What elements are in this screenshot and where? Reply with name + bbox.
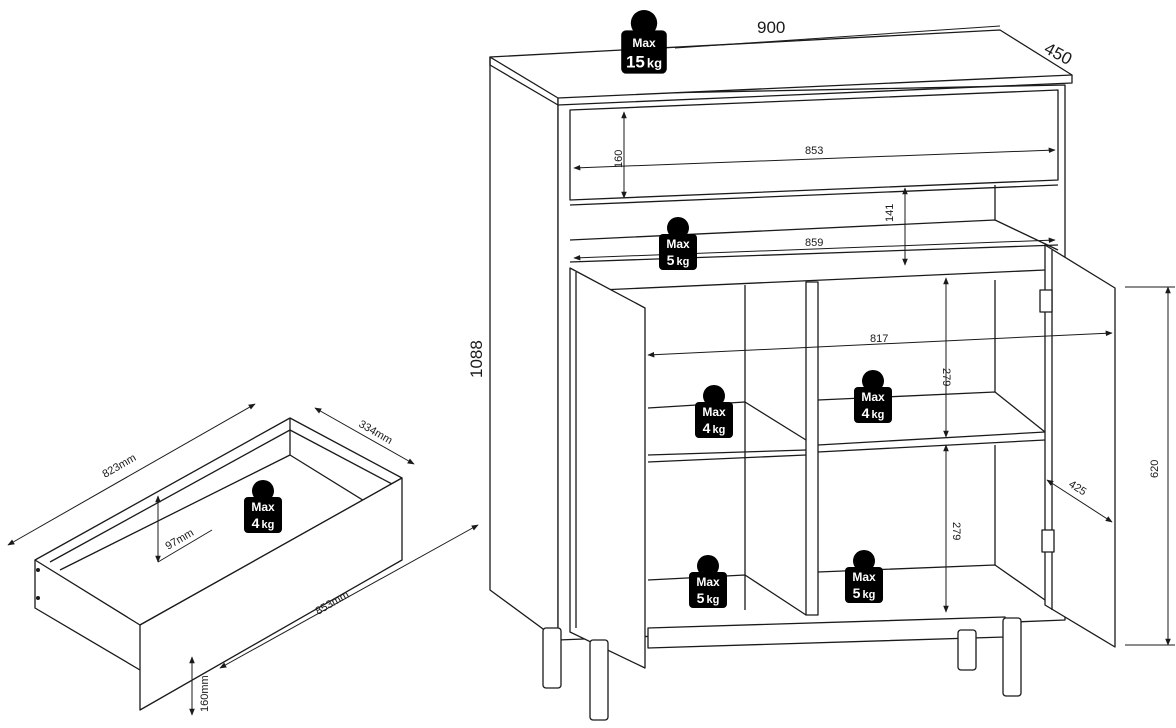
- dim-drawer-height: 160: [613, 150, 625, 168]
- drawer-detail: 823mm 334mm 97mm 853mm 160mm: [7, 403, 479, 716]
- weight-label: Max: [251, 500, 275, 514]
- weight-label: Max: [696, 575, 720, 589]
- open-compartment-top: [569, 184, 1059, 206]
- weight-knob: [853, 549, 875, 572]
- weight-label: Max: [702, 405, 726, 419]
- weight-body: [621, 30, 667, 74]
- weight-label: Max: [852, 570, 876, 584]
- left-bottom-back: [647, 574, 807, 616]
- dim-drawer-outer-length: 823mm: [101, 452, 139, 481]
- cabinet-top-edge: [489, 57, 1073, 106]
- cabinet-inner-top: [599, 269, 1046, 291]
- dim-drawer-front-height: 160mm: [199, 675, 211, 712]
- left-door: [569, 267, 646, 669]
- dim-inner-width-cabinet: 817: [870, 333, 888, 345]
- weight-knob: [630, 9, 658, 37]
- weight-knob: [703, 384, 725, 407]
- left-upper-shelf-edge: [647, 454, 807, 463]
- weight-label: Max: [632, 36, 656, 50]
- cabinet-legs: [542, 617, 1022, 721]
- cabinet-left-side: [489, 56, 559, 641]
- hinge-top-icon: [1039, 289, 1053, 313]
- dim-height: 1088: [467, 340, 486, 378]
- weight-body: [244, 497, 282, 533]
- dim-inner-width-top: 859: [805, 237, 823, 249]
- drawer-side: [34, 560, 141, 671]
- dim-gap-height: 141: [884, 204, 896, 222]
- left-upper-shelf-front: [647, 449, 807, 456]
- weight-body: [695, 402, 733, 438]
- cabinet-dimensions: 900 450 1088 160 853 141 859 817 279 279…: [467, 18, 1175, 646]
- weight-knob: [697, 554, 719, 577]
- weight-knob: [667, 216, 689, 239]
- hinge-bottom-icon: [1041, 529, 1055, 553]
- left-upper-shelf-back: [647, 401, 807, 441]
- weight-label: Max: [861, 390, 885, 404]
- weight-body: [845, 567, 883, 603]
- dim-drawer-width: 853: [805, 145, 823, 157]
- weight-body: [659, 234, 697, 270]
- center-divider: [805, 281, 819, 616]
- weight-body: [689, 572, 727, 608]
- dim-cabinet-height: 620: [1149, 460, 1161, 478]
- right-upper-shelf-edge: [817, 439, 1046, 453]
- dim-lower-shelf-height: 279: [950, 522, 962, 540]
- weight-knob: [252, 479, 274, 502]
- weight-knob: [862, 369, 884, 392]
- drawer-front: [569, 89, 1059, 201]
- cabinet: [489, 29, 1116, 721]
- weight-label: Max: [666, 237, 690, 251]
- dim-upper-shelf-height: 279: [940, 368, 952, 386]
- weight-body: [854, 387, 892, 423]
- dim-width: 900: [757, 18, 785, 37]
- right-door: [1044, 244, 1116, 648]
- right-upper-shelf-front: [817, 431, 1046, 446]
